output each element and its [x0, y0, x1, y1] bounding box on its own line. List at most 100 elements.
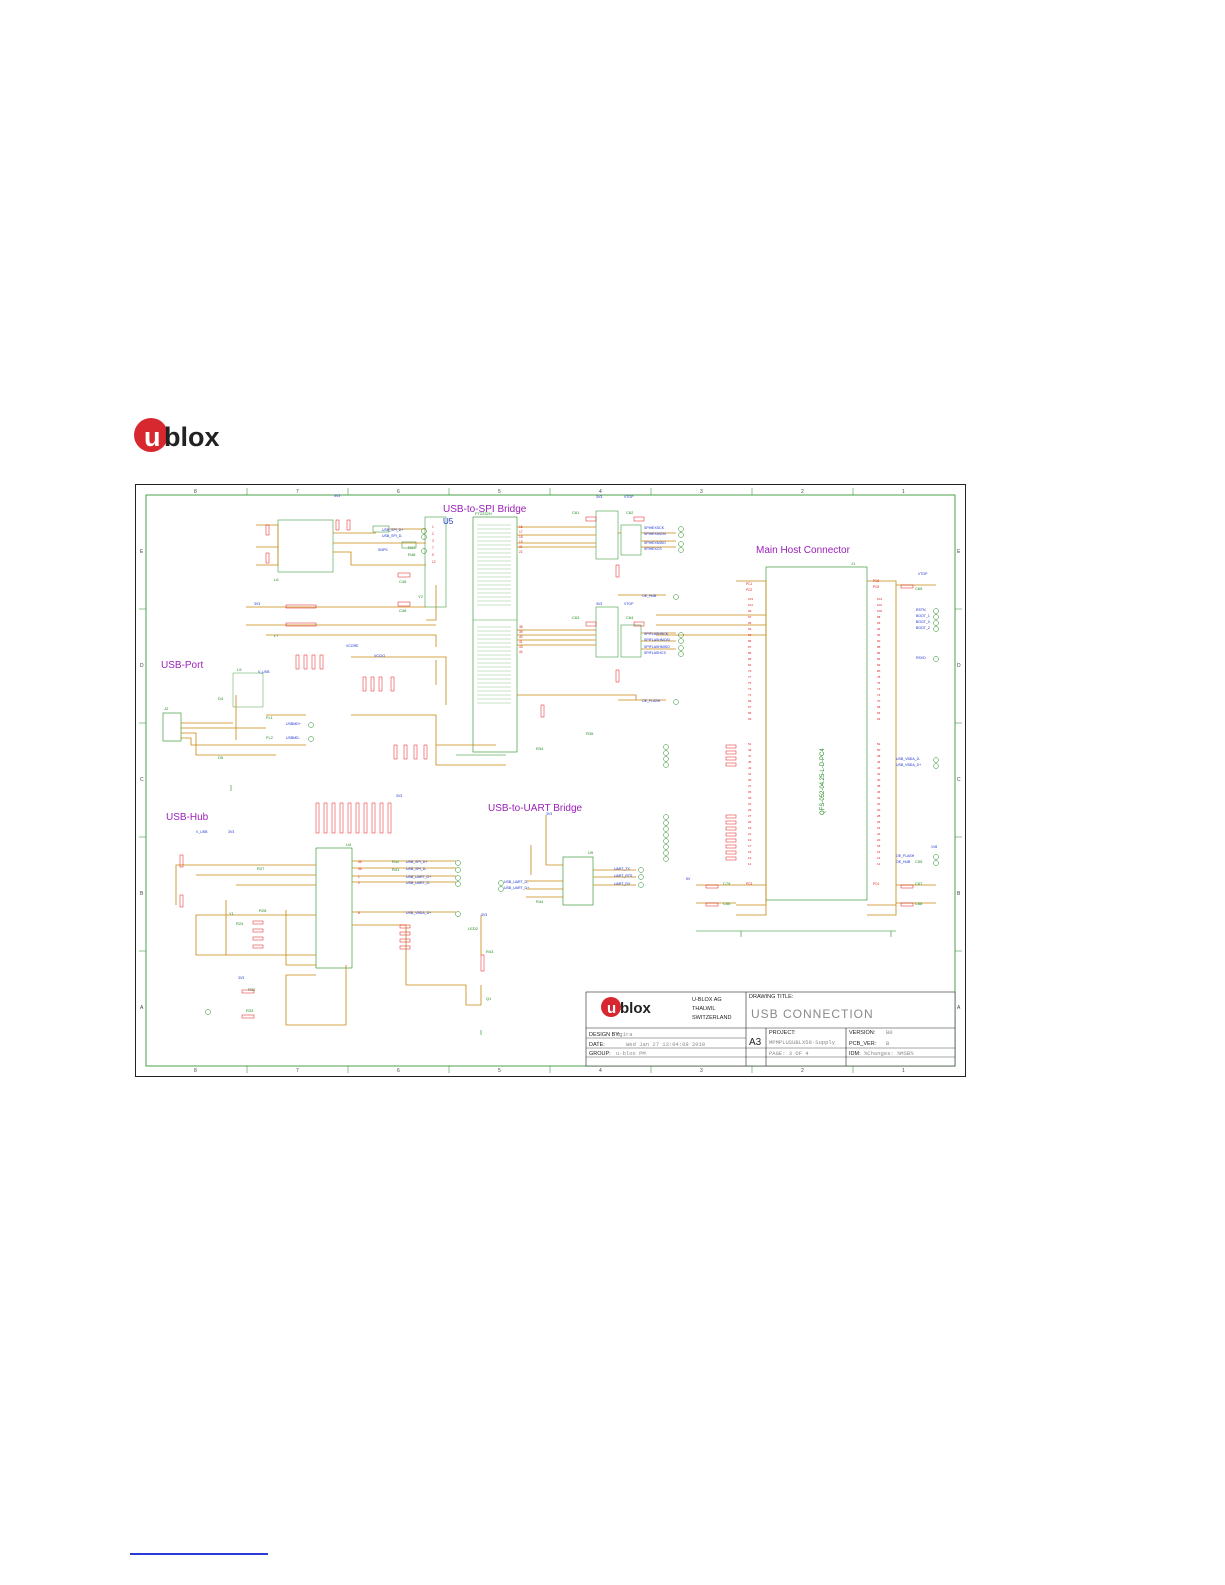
col-label: 3 [700, 489, 703, 495]
design-by-label: DESIGN BY: [589, 1032, 621, 1038]
svg-text:RSTN: RSTN [916, 608, 926, 612]
svg-text:38: 38 [877, 784, 881, 788]
date: Wed Jan 27 13:04:09 2010 [626, 1041, 705, 1048]
svg-text:3V3: 3V3 [596, 495, 602, 499]
svg-text:87: 87 [748, 645, 752, 649]
svg-text:72: 72 [877, 693, 881, 697]
svg-text:94: 94 [877, 627, 881, 631]
svg-text:SPIHEXMISO: SPIHEXMISO [644, 541, 666, 545]
svg-text:LED2: LED2 [468, 926, 479, 931]
svg-text:102: 102 [877, 603, 882, 607]
idm: %Changes: %MSB% [864, 1050, 914, 1057]
date-label: DATE: [589, 1042, 605, 1048]
col-label: 5 [498, 1068, 501, 1074]
svg-text:75: 75 [748, 681, 752, 685]
svg-text:RSVD: RSVD [916, 656, 926, 660]
svg-text:30: 30 [877, 808, 881, 812]
svg-text:40: 40 [877, 778, 881, 782]
svg-text:UART_RX: UART_RX [614, 882, 631, 886]
svg-text:QFS-052-04.25-L-D-PC4: QFS-052-04.25-L-D-PC4 [820, 748, 826, 815]
svg-text:11: 11 [748, 862, 751, 866]
svg-text:78: 78 [877, 675, 881, 679]
col-label: 6 [397, 1068, 400, 1074]
col-label: 2 [801, 489, 804, 495]
footer-link-underline[interactable] [130, 1553, 268, 1555]
row-label: E [957, 549, 961, 555]
off-sheet-connectors [205, 526, 939, 1015]
svg-text:R32: R32 [248, 987, 256, 992]
svg-text:R41: R41 [392, 867, 400, 872]
svg-text:SPIHEXCS: SPIHEXCS [644, 547, 662, 551]
svg-text:u: u [144, 422, 161, 452]
col-label: 7 [296, 489, 299, 495]
svg-text:u: u [607, 1000, 616, 1017]
svg-text:26: 26 [877, 820, 881, 824]
svg-text:16: 16 [877, 850, 881, 854]
svg-text:3V3: 3V3 [396, 794, 402, 798]
svg-text:C61: C61 [572, 510, 580, 515]
col-label: 7 [296, 1068, 299, 1074]
svg-text:99: 99 [748, 609, 752, 613]
logo-dot-icon [134, 418, 168, 452]
svg-text:93: 93 [748, 627, 752, 631]
svg-text:C67: C67 [915, 881, 923, 886]
svg-text:22: 22 [877, 832, 881, 836]
drawing-title-label: DRAWING TITLE: [749, 994, 794, 1000]
svg-text:UART_TX: UART_TX [614, 867, 631, 871]
svg-text:PC5: PC5 [873, 585, 879, 589]
svg-text:45: 45 [748, 760, 752, 764]
svg-text:V_USB: V_USB [196, 830, 208, 834]
page: PAGE: 3 OF 4 [769, 1050, 809, 1057]
svg-text:23: 23 [748, 826, 752, 830]
svg-text:3V3: 3V3 [596, 602, 602, 606]
svg-text:21: 21 [748, 832, 752, 836]
column-labels: 8 7 6 5 4 3 2 1 8 7 6 5 4 3 2 1 E D C B … [140, 489, 961, 1074]
svg-text:79: 79 [748, 669, 752, 673]
svg-text:37: 37 [748, 784, 752, 788]
svg-text:BOOT_2: BOOT_2 [916, 626, 930, 630]
svg-text:39: 39 [748, 778, 752, 782]
svg-text:D5: D5 [218, 755, 224, 760]
svg-text:C55: C55 [915, 859, 923, 864]
svg-text:C66: C66 [723, 901, 731, 906]
svg-text:SPIFLASHSCK: SPIFLASHSCK [644, 632, 669, 636]
row-label: B [140, 891, 144, 897]
svg-text:C65: C65 [915, 586, 923, 591]
svg-text:84: 84 [877, 657, 881, 661]
svg-text:42: 42 [877, 772, 881, 776]
svg-text:3V3: 3V3 [228, 830, 234, 834]
row-label: D [957, 663, 961, 669]
svg-text:40: 40 [519, 635, 523, 639]
svg-text:51: 51 [748, 742, 752, 746]
svg-text:103: 103 [748, 597, 753, 601]
svg-text:3V3: 3V3 [254, 602, 260, 606]
svg-text:35: 35 [748, 790, 752, 794]
svg-text:OE_FLASH: OE_FLASH [896, 854, 915, 858]
svg-text:1V8: 1V8 [931, 845, 937, 849]
svg-text:18: 18 [519, 535, 523, 539]
col-label: 1 [902, 489, 905, 495]
svg-text:SNPS: SNPS [378, 548, 388, 552]
svg-text:50: 50 [877, 748, 881, 752]
svg-text:VCCIO: VCCIO [374, 654, 385, 658]
svg-text:12: 12 [877, 862, 881, 866]
ic-usb-hub: U4 [315, 842, 353, 969]
svg-text:43: 43 [748, 766, 752, 770]
row-label: C [957, 777, 961, 783]
schematic-sheet: 8 7 6 5 4 3 2 1 8 7 6 5 4 3 2 1 E D C B … [135, 484, 966, 1077]
svg-text:SPIFLASHMOSI: SPIFLASHMOSI [644, 638, 670, 642]
svg-text:18: 18 [877, 844, 881, 848]
svg-text:FL2: FL2 [266, 735, 274, 740]
svg-text:63: 63 [748, 717, 752, 721]
svg-text:69: 69 [748, 699, 752, 703]
svg-text:USB_VBDA_D-: USB_VBDA_D- [896, 757, 921, 761]
svg-text:C64: C64 [626, 615, 634, 620]
svg-text:R42: R42 [392, 859, 400, 864]
svg-text:VTOP: VTOP [624, 602, 634, 606]
svg-text:R44: R44 [536, 899, 544, 904]
svg-text:R28: R28 [259, 908, 267, 913]
svg-text:36: 36 [358, 867, 362, 871]
svg-text:49: 49 [748, 748, 752, 752]
company-line: SWITZERLAND [692, 1015, 731, 1021]
